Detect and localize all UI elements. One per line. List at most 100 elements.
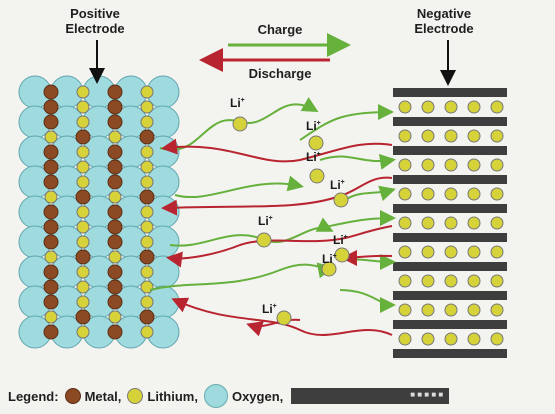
lithium-ion (321, 261, 337, 277)
lithium-atom (398, 158, 412, 172)
lithium-atom (421, 245, 435, 259)
lithium-atom (467, 303, 481, 317)
oxygen-swatch-icon (203, 384, 228, 408)
lithium-atom (421, 187, 435, 201)
metal-atom (75, 309, 91, 325)
lithium-atom (421, 100, 435, 114)
charge-path (344, 185, 396, 202)
lithium-atom (140, 325, 154, 339)
lithium-atom (108, 310, 122, 324)
li-ion-label: Li+ (230, 96, 245, 110)
lithium-atom (467, 100, 481, 114)
negative-electrode-layers (393, 88, 507, 358)
graphite-layer (393, 146, 507, 155)
metal-atom (107, 279, 123, 295)
lithium-atom (140, 280, 154, 294)
lithium-atom (398, 129, 412, 143)
metal-atom (43, 264, 59, 280)
metal-atom (43, 219, 59, 235)
discharge-path (161, 138, 393, 163)
li-ion-charge: + (343, 234, 348, 241)
negative-electrode-label: Negative Electrode (414, 6, 474, 36)
li-ion-charge: + (340, 179, 345, 186)
metal-atom (107, 234, 123, 250)
lithium-atom (76, 295, 90, 309)
lithium-atom (490, 216, 504, 230)
discharge-label: Discharge (248, 66, 312, 81)
lithium-atom (76, 265, 90, 279)
lithium-atom (490, 245, 504, 259)
discharge-path (166, 225, 393, 268)
metal-atom (107, 294, 123, 310)
lithium-atom (140, 100, 154, 114)
graphite-layer (393, 233, 507, 242)
lithium-atom (421, 303, 435, 317)
graphite-layer (393, 175, 507, 184)
graphite-layer (393, 262, 507, 271)
legend-prefix: Legend: (8, 388, 59, 404)
li-ion-charge: + (268, 215, 273, 222)
metal-atom (107, 84, 123, 100)
metal-atom (43, 234, 59, 250)
graphite-swatch-icon: ■ ■ ■ ■ ■ (291, 388, 450, 404)
lithium-atom (467, 129, 481, 143)
graphite-layer (393, 88, 507, 97)
lithium-atom (44, 130, 58, 144)
metal-atom (107, 219, 123, 235)
lithium-atom (398, 303, 412, 317)
legend-lithium: Lithium, (147, 388, 198, 404)
lithium-atom (421, 158, 435, 172)
charge-path (174, 175, 304, 199)
metal-swatch-icon (64, 388, 81, 404)
lithium-atom (444, 187, 458, 201)
lithium-atom (140, 145, 154, 159)
lithium-atom (140, 220, 154, 234)
metal-atom (139, 249, 155, 265)
metal-atom (107, 204, 123, 220)
metal-atom (139, 189, 155, 205)
metal-atom (107, 174, 123, 190)
lithium-atom (108, 190, 122, 204)
lithium-ion (232, 116, 248, 132)
lithium-atom (398, 274, 412, 288)
charge-path (149, 262, 334, 291)
discharge-path (161, 176, 393, 216)
li-ion-charge: + (332, 253, 337, 260)
lithium-ion (276, 310, 292, 326)
lithium-atom (490, 158, 504, 172)
lithium-atom (490, 187, 504, 201)
lithium-atom (108, 130, 122, 144)
charge-path (319, 210, 396, 229)
lithium-atom (398, 187, 412, 201)
metal-atom (107, 114, 123, 130)
lithium-atom (444, 274, 458, 288)
metal-atom (107, 99, 123, 115)
lithium-ion (334, 247, 350, 263)
metal-atom (75, 249, 91, 265)
metal-atom (43, 159, 59, 175)
lithium-atom (490, 332, 504, 346)
lithium-atom (140, 115, 154, 129)
discharge-path (246, 318, 301, 337)
metal-atom (107, 159, 123, 175)
lithium-atom (490, 274, 504, 288)
metal-atom (43, 84, 59, 100)
legend-oxygen: Oxygen, (231, 388, 284, 404)
lithium-atom (398, 245, 412, 259)
discharge-path (341, 249, 393, 266)
lithium-atom (444, 245, 458, 259)
lithium-atom (140, 85, 154, 99)
lithium-atom (444, 332, 458, 346)
li-ion-charge: + (272, 303, 277, 310)
metal-atom (43, 279, 59, 295)
graphite-layer (393, 320, 507, 329)
lithium-atom (490, 303, 504, 317)
lithium-atom (76, 280, 90, 294)
legend: Legend: Metal, Lithium, Oxygen, ■ ■ ■ ■ … (8, 384, 553, 408)
lithium-atom (76, 160, 90, 174)
metal-atom (75, 129, 91, 145)
li-ion-label: Li+ (330, 178, 345, 192)
li-ion-label: Li+ (306, 119, 321, 133)
metal-atom (43, 204, 59, 220)
